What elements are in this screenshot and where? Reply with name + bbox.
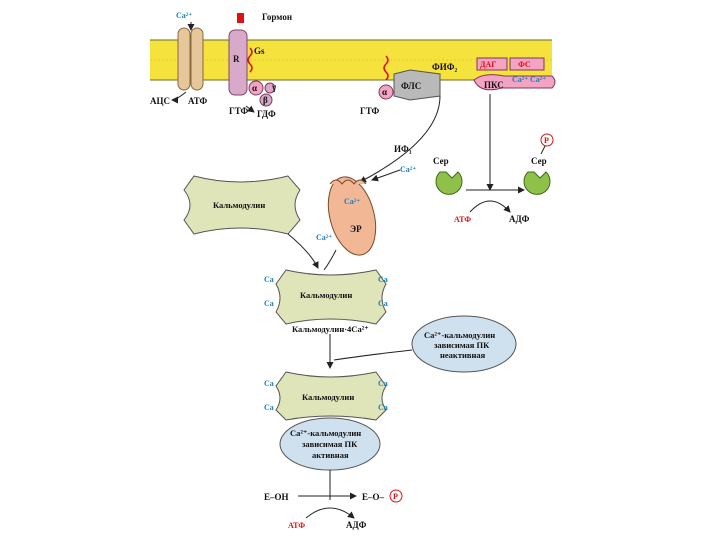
gs-label: Gs: [254, 46, 265, 56]
alpha2-label: α: [382, 87, 387, 97]
calmodulin-2: [275, 269, 387, 325]
ca3-bl-label: Ca: [264, 403, 274, 412]
ser-protein-right: [523, 133, 554, 195]
ca-tl-label: Ca: [264, 275, 274, 284]
ca2-if3-label: Ca²⁺: [400, 165, 416, 174]
ser-atp-arrow: [469, 200, 511, 213]
e-o-label: E–O–: [362, 492, 385, 502]
pk-active-line3: активная: [312, 450, 349, 460]
gdf-label: ГДФ: [257, 109, 276, 119]
adf-ser-label: АДФ: [509, 214, 530, 224]
atf-top-label: АТФ: [188, 96, 208, 106]
gamma1-label: γ: [271, 82, 277, 92]
alpha1-label: α: [252, 83, 257, 93]
pk-inactive: [411, 315, 517, 373]
pk-inactive-line3: неактивная: [440, 350, 486, 360]
calcium-channel: [177, 27, 204, 91]
ca3-br-label: Ca: [378, 403, 388, 412]
pk-inactive-line1: Ca²⁺-кальмодулин: [424, 330, 495, 340]
pk-active-line2: зависимая ПК: [302, 439, 358, 449]
ca2-pks2-label: Ca²⁺: [530, 75, 546, 84]
atf-ser-label: АТФ: [454, 215, 471, 224]
p-link: [540, 145, 546, 155]
ca2-er-out-label: Ca²⁺: [316, 233, 332, 242]
calmodulin-4ca-label: Кальмодулин·4Ca²⁺: [292, 324, 369, 334]
beta1-label: β: [263, 95, 268, 105]
pkc-complex: [473, 57, 556, 91]
ca2-pks-label: Ca²⁺: [512, 75, 528, 84]
adc-label: АЦС: [150, 96, 170, 106]
pk-inactive-line2: зависимая ПК: [434, 340, 490, 350]
if3-arrow: [359, 95, 441, 183]
adf-bottom-label: АДФ: [346, 520, 367, 530]
calmodulin-3-label: Кальмодулин: [302, 392, 354, 402]
e-atp-arrow: [305, 507, 355, 519]
pks-label: ПКС: [484, 80, 504, 90]
ca2-top-label: Ca²⁺: [176, 11, 192, 20]
ca-tr-label: Ca: [378, 275, 388, 284]
dag-label: ДАГ: [480, 60, 496, 69]
pk-active-line1: Ca²⁺-кальмодулин: [290, 428, 361, 438]
ca3-tl-label: Ca: [264, 379, 274, 388]
pk-bind-arrow: [333, 349, 413, 361]
atf-bottom-label: АТФ: [288, 521, 305, 530]
calmodulin-1-label: Кальмодулин: [213, 200, 265, 210]
gtf1-label: ГТФ: [229, 106, 249, 116]
hormone-label: Гормон: [262, 12, 292, 22]
fs-label: ФС: [518, 60, 531, 69]
ca-br-label: Ca: [378, 299, 388, 308]
if3-label: ИФ₃: [394, 144, 412, 154]
hormone-receptor: [228, 13, 248, 96]
ser-protein-left: [435, 171, 463, 195]
ca2-er-label: Ca²⁺: [344, 197, 360, 206]
e-oh-label: E–OH: [264, 492, 289, 502]
g-alpha-2: [378, 55, 394, 100]
fif2-label: ФИФ₂: [432, 62, 457, 72]
phosphate-circle: [389, 489, 403, 503]
ca-bl-label: Ca: [264, 299, 274, 308]
gs-protein: [247, 47, 276, 107]
p-e-label: P: [393, 492, 398, 501]
calmodulin-2-label: Кальмодулин: [300, 290, 352, 300]
calmodulin-3: [275, 371, 387, 421]
receptor-label: R: [233, 54, 240, 64]
er-label: ЭР: [350, 224, 362, 234]
atf-arrow: [171, 91, 187, 104]
ca3-tr-label: Ca: [378, 379, 388, 388]
ser-right-label: Сер: [531, 156, 547, 166]
p-ser-label: P: [544, 136, 549, 145]
ser-left-label: Сер: [433, 156, 449, 166]
calmodulin-arrow-1: [287, 233, 319, 269]
gtf2-label: ГТФ: [360, 106, 380, 116]
er-ca-arrow: [323, 249, 337, 271]
gtf-arrow: [245, 105, 255, 113]
endoplasmic-reticulum: [327, 176, 377, 256]
fls-label: ФЛС: [401, 81, 421, 91]
ca-release-arrow: [371, 169, 401, 182]
